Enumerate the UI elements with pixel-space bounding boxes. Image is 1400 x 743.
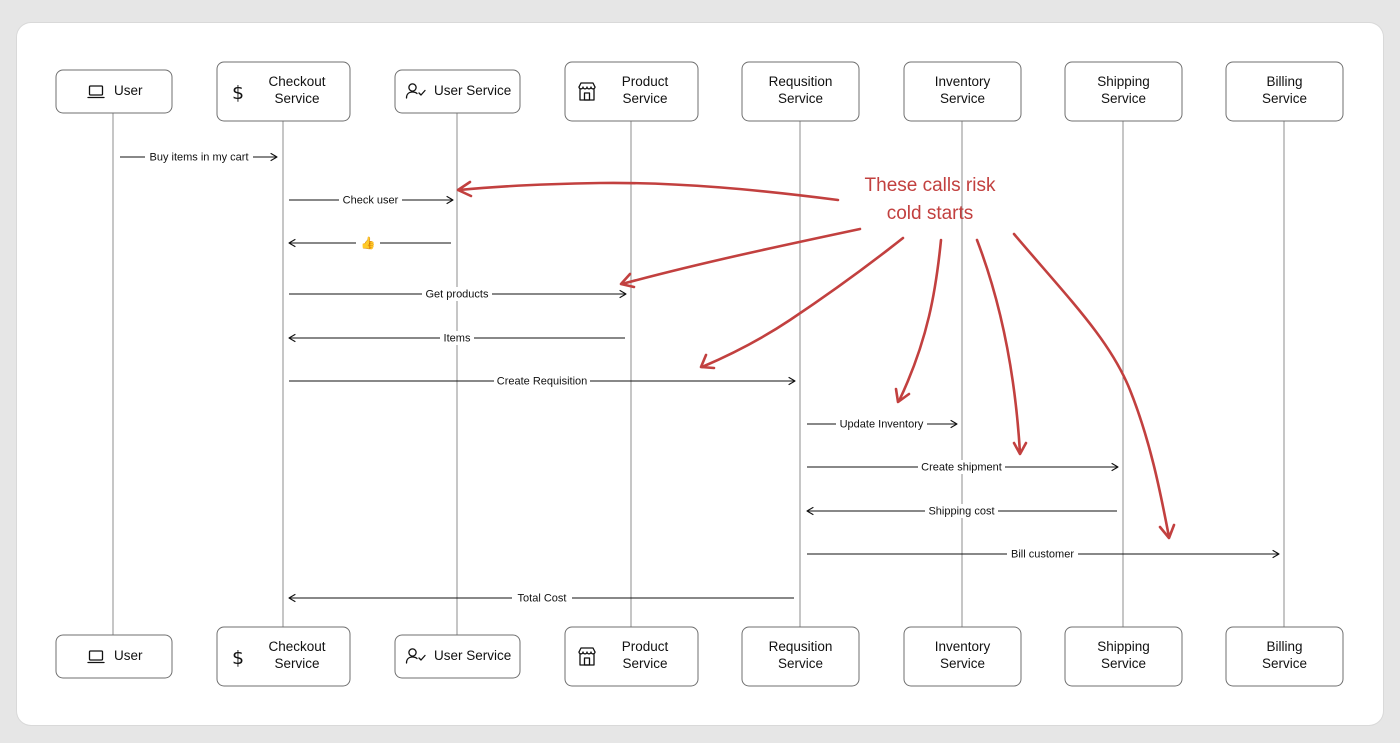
participant-checkout: $ Checkout Service: [216, 626, 351, 687]
participant-label: Checkout: [268, 74, 325, 89]
participant-label: Inventory: [935, 639, 991, 654]
message-arrow: Update Inventory: [807, 417, 958, 431]
participant-product: Product Service: [564, 626, 699, 687]
participant-label: Service: [778, 656, 823, 671]
annotation-arrow: [894, 238, 943, 404]
message-label: Buy items in my cart: [149, 152, 248, 164]
message-label: Get products: [426, 289, 489, 301]
thumbs-up-label: 👍: [361, 236, 376, 250]
user-check-icon: [405, 83, 426, 99]
participant-label: Service: [940, 656, 985, 671]
participant-row-top: User $ Checkout Service User Service: [55, 61, 1344, 122]
message-arrow: Items: [288, 331, 625, 345]
participant-requisition: Requsition Service: [741, 61, 860, 122]
laptop-icon: [87, 650, 105, 664]
participant-user: User: [55, 634, 173, 679]
annotation-arrow: [1012, 232, 1176, 540]
participant-label: Shipping: [1097, 639, 1150, 654]
participant-label: Requsition: [769, 74, 833, 89]
annotation-arrow: [619, 227, 862, 289]
annotation-arrow: [456, 180, 840, 202]
message-label: Create Requisition: [497, 376, 588, 388]
participant-label: Shipping: [1097, 74, 1150, 89]
participant-label: Inventory: [935, 74, 991, 89]
participant-label: Service: [622, 91, 667, 106]
participant-label: Service: [778, 91, 823, 106]
message-arrow: Create shipment: [807, 460, 1119, 474]
participant-user: User: [55, 69, 173, 114]
messages: Buy items in my cart Check user 👍 Get pr…: [120, 150, 1280, 605]
participant-shipping: Shipping Service: [1064, 61, 1183, 122]
participant-label: Service: [1262, 656, 1307, 671]
annotation-arrow: [975, 238, 1028, 456]
dollar-icon: $: [232, 647, 244, 669]
message-label: Check user: [343, 195, 399, 207]
participant-label: Requsition: [769, 639, 833, 654]
laptop-icon: [87, 85, 105, 99]
diagram-canvas: [17, 23, 1383, 725]
message-label: Create shipment: [921, 462, 1002, 474]
participant-billing: Billing Service: [1225, 626, 1344, 687]
cold-start-annotation: These calls risk cold starts: [456, 175, 1176, 540]
participant-label: Service: [274, 656, 319, 671]
participant-label: Product: [622, 639, 669, 654]
participant-label: User Service: [434, 648, 511, 663]
message-label: Shipping cost: [928, 506, 994, 518]
participant-user-service: User Service: [394, 69, 521, 114]
message-arrow: Check user: [289, 193, 454, 207]
participant-inventory: Inventory Service: [903, 626, 1022, 687]
message-arrow: Total Cost: [288, 591, 794, 605]
participant-label: User: [114, 648, 143, 663]
participant-label: Service: [1101, 656, 1146, 671]
participant-label: Service: [1262, 91, 1307, 106]
message-arrow: 👍: [288, 235, 451, 251]
message-arrow: Shipping cost: [806, 504, 1117, 518]
participant-requisition: Requsition Service: [741, 626, 860, 687]
annotation-arrow: [699, 236, 905, 370]
lifelines: [112, 113, 1285, 635]
participant-label: Service: [940, 91, 985, 106]
participant-label: Service: [1101, 91, 1146, 106]
dollar-icon: $: [232, 82, 244, 104]
participant-label: User: [114, 83, 143, 98]
participant-label: User Service: [434, 83, 511, 98]
participant-label: Billing: [1266, 639, 1302, 654]
participant-product: Product Service: [564, 61, 699, 122]
participant-label: Product: [622, 74, 669, 89]
participant-label: Service: [274, 91, 319, 106]
participant-shipping: Shipping Service: [1064, 626, 1183, 687]
message-arrow: Bill customer: [807, 547, 1280, 561]
user-check-icon: [405, 648, 426, 664]
message-label: Total Cost: [518, 593, 567, 605]
message-label: Items: [444, 333, 471, 345]
annotation-text: cold starts: [887, 203, 974, 224]
participant-user-service: User Service: [394, 634, 521, 679]
message-arrow: Get products: [289, 287, 627, 301]
participant-checkout: $ Checkout Service: [216, 61, 351, 122]
participant-label: Service: [622, 656, 667, 671]
message-arrow: Buy items in my cart: [120, 150, 278, 164]
store-icon: [578, 82, 596, 101]
message-label: Bill customer: [1011, 549, 1074, 561]
participant-label: Checkout: [268, 639, 325, 654]
message-arrow: Create Requisition: [289, 374, 796, 388]
participant-label: Billing: [1266, 74, 1302, 89]
store-icon: [578, 647, 596, 666]
participant-inventory: Inventory Service: [903, 61, 1022, 122]
annotation-text: These calls risk: [865, 175, 996, 196]
participant-row-bottom: User $ Checkout Service User Service: [55, 626, 1344, 687]
participant-billing: Billing Service: [1225, 61, 1344, 122]
message-label: Update Inventory: [840, 419, 924, 431]
